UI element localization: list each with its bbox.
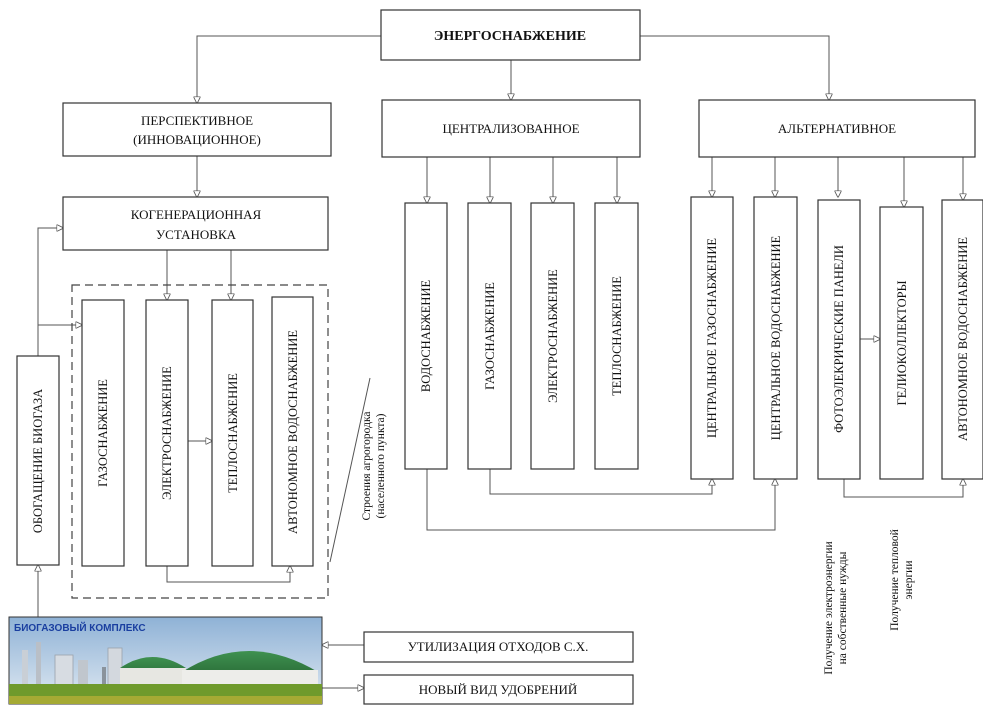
alt-solar-collectors: ГЕЛИОКОЛЛЕКТОРЫ <box>895 280 909 405</box>
cogen-gas-supply: ГАЗОСНАБЖЕНИЕ <box>96 379 110 487</box>
perspective-line1: ПЕРСПЕКТИВНОЕ <box>141 113 253 128</box>
alternative-label: АЛЬТЕРНАТИВНОЕ <box>778 121 896 136</box>
energy-supply-box <box>380 9 641 61</box>
perspective-line2: (ИННОВАЦИОННОЕ) <box>133 132 261 147</box>
alt-autonomous-water-supply: АВТОНОМНОЕ ВОДОСНАБЖЕНИЕ <box>956 237 970 441</box>
biogas-enrichment-box <box>16 355 60 566</box>
waste-utilization-label: УТИЛИЗАЦИЯ ОТХОДОВ С.Х. <box>408 639 589 654</box>
central-water-supply: ВОДОСНАБЖЕНИЕ <box>419 280 433 393</box>
new-fertilizer-label: НОВЫЙ ВИД УДОБРЕНИЙ <box>419 682 578 697</box>
biogas-enrichment-label: ОБОГАЩЕНИЕ БИОГАЗА <box>31 389 45 533</box>
cogeneration-line2: УСТАНОВКА <box>156 227 237 242</box>
alt-photovoltaic-panels: ФОТОЭЛЕКРИЧЕСКИЕ ПАНЕЛИ <box>832 245 846 433</box>
waste-utilization-box <box>363 631 634 663</box>
agrotown-note-line1: Строения агрогородка <box>361 412 373 521</box>
agrotown-boundary <box>71 284 329 599</box>
note-heat-line2: энергии <box>903 561 915 600</box>
new-fertilizer-box <box>363 674 634 705</box>
biogas-complex-photo: БИОГАЗОВЫЙ КОМПЛЕКС <box>8 616 323 705</box>
central-electricity-supply: ЭЛЕКТРОСНАБЖЕНИЕ <box>546 269 560 403</box>
perspective-box <box>62 102 332 157</box>
energy-supply-title: ЭНЕРГОСНАБЖЕНИЕ <box>434 29 586 44</box>
cogen-electricity-supply: ЭЛЕКТРОСНАБЖЕНИЕ <box>160 366 174 500</box>
connectors <box>38 35 963 688</box>
centralized-label: ЦЕНТРАЛИЗОВАННОЕ <box>442 121 579 136</box>
cogen-outputs: ГАЗОСНАБЖЕНИЕ ЭЛЕКТРОСНАБЖЕНИЕ ТЕПЛОСНАБ… <box>81 296 314 567</box>
cogen-heat-supply: ТЕПЛОСНАБЖЕНИЕ <box>226 373 240 493</box>
centralized-box <box>381 99 641 158</box>
central-gas-supply: ГАЗОСНАБЖЕНИЕ <box>483 282 497 390</box>
alternative-box <box>698 99 976 158</box>
agrotown-note-line2: (населенного пункта) <box>375 413 387 518</box>
alt-central-gas-supply: ЦЕНТРАЛЬНОЕ ГАЗОСНАБЖЕНИЕ <box>705 238 719 438</box>
alternative-items: ЦЕНТРАЛЬНОЕ ГАЗОСНАБЖЕНИЕ ЦЕНТРАЛЬНОЕ ВО… <box>690 196 983 480</box>
agrotown-note-line <box>329 377 371 563</box>
cogen-autonomous-water-supply: АВТОНОМНОЕ ВОДОСНАБЖЕНИЕ <box>286 330 300 534</box>
cogeneration-line1: КОГЕНЕРАЦИОННАЯ <box>131 207 262 222</box>
note-electricity-line2: на собственные нужды <box>837 551 849 664</box>
central-heat-supply: ТЕПЛОСНАБЖЕНИЕ <box>610 276 624 396</box>
centralized-items: ВОДОСНАБЖЕНИЕ ГАЗОСНАБЖЕНИЕ ЭЛЕКТРОСНАБЖ… <box>404 202 639 470</box>
biogas-complex-label: БИОГАЗОВЫЙ КОМПЛЕКС <box>14 621 146 634</box>
note-heat-line1: Получение тепловой <box>889 529 901 631</box>
alt-central-water-supply: ЦЕНТРАЛЬНОЕ ВОДОСНАБЖЕНИЕ <box>769 235 783 440</box>
cogeneration-box <box>62 196 329 251</box>
note-electricity-line1: Получение электроэнергии <box>823 541 835 674</box>
